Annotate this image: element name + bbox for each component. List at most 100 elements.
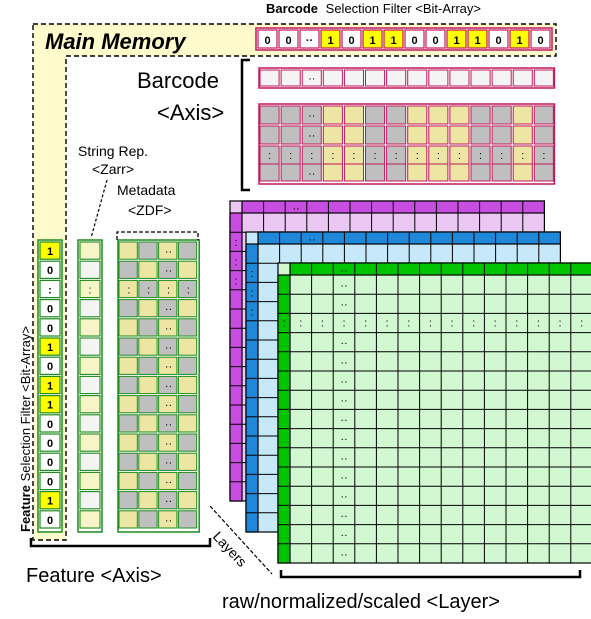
metadata-cell: [138, 491, 158, 510]
metadata-cell: [138, 337, 158, 356]
barcode-string-cell: [449, 69, 470, 87]
barcode-bit-cell: [299, 29, 320, 49]
hdots-glyph: ··: [165, 515, 172, 527]
barcode-filter-title-rest: Selection Filter <Bit-Array>: [326, 1, 481, 16]
barcode-metadata-cell: [386, 163, 407, 182]
layers-stack: ··:::··:::······························…: [229, 200, 591, 564]
barcode-filter-title: Barcode Selection Filter <Bit-Array>: [266, 1, 481, 16]
metadata-cell: [138, 356, 158, 375]
vdots-glyph: :: [331, 150, 334, 162]
hdots-glyph: ··: [340, 357, 347, 369]
metadata-cell: [118, 471, 138, 491]
feature-bit-cell: [39, 491, 61, 510]
string-rep-cell: [79, 299, 101, 318]
hdots-glyph: ··: [165, 438, 172, 450]
metadata-cell: [177, 260, 198, 279]
barcode-metadata-cell: [365, 163, 386, 182]
barcode-string-cell: [322, 69, 343, 87]
metadata-cell: [177, 318, 198, 337]
barcode-bit-value: 1: [390, 35, 396, 47]
barcode-metadata-cell: [386, 105, 407, 125]
metadata-cell: [158, 356, 178, 375]
metadata-cell: [177, 241, 198, 260]
barcode-string-cell: [512, 69, 533, 87]
main-memory-region: [32, 23, 557, 541]
hdots-glyph: ··: [340, 376, 347, 388]
string-rep-cell: [79, 414, 101, 433]
vdots-glyph: :: [167, 284, 170, 296]
barcode-metadata-cell: [470, 163, 491, 182]
metadata-cell: [118, 375, 138, 395]
barcode-bit-cell: [425, 29, 446, 49]
barcode-string-cell: [386, 69, 407, 87]
vdots-glyph: :: [187, 284, 190, 296]
barcode-bit-value: 0: [411, 35, 417, 47]
barcode-metadata-cell: [449, 125, 470, 145]
barcode-bit-cell: [341, 29, 362, 49]
feature-bit-cell: [39, 471, 61, 491]
string-rep-cell: [79, 356, 101, 375]
barcode-bit-cell: [362, 29, 383, 49]
feature-bit-value: 0: [47, 419, 53, 431]
barcode-bit-cell: [404, 29, 425, 49]
metadata-cell: [177, 299, 198, 318]
hdots-glyph: ··: [165, 457, 172, 469]
feature-bit-cell: [39, 452, 61, 472]
barcode-metadata-cell: [301, 105, 322, 125]
barcode-bit-value: 0: [495, 35, 501, 47]
barcode-bit-cell: [488, 29, 509, 49]
metadata-cell: [118, 318, 138, 337]
metadata-cell: [118, 491, 138, 510]
vdots-glyph: :: [321, 317, 324, 329]
metadata-cell: [158, 260, 178, 279]
barcode-metadata-cell: [470, 125, 491, 145]
vdots-glyph: :: [364, 317, 367, 329]
barcode-metadata-cell: [259, 105, 280, 125]
barcode-string-cell: [343, 69, 364, 87]
feature-bit-value: 0: [47, 457, 53, 469]
metadata-label: Metadata: [117, 182, 176, 198]
metadata-cell: [118, 299, 138, 318]
barcode-string-cell: [533, 69, 554, 87]
feature-bit-cell: [39, 414, 61, 433]
hdots-glyph: ··: [165, 400, 172, 412]
layer-matrix: ······························::::::::::…: [277, 262, 591, 564]
feature-filter-title-bold: Feature: [18, 485, 33, 532]
vdots-glyph: :: [234, 276, 237, 288]
barcode-bit-cell: [530, 29, 551, 49]
feature-axis-brace: [29, 538, 212, 548]
metadata-cell: [158, 318, 178, 337]
metadata-cell: [138, 375, 158, 395]
metadata-cell: [158, 299, 178, 318]
barcode-bit-cell: [509, 29, 530, 49]
vdots-glyph: :: [88, 284, 91, 296]
barcode-metadata-cell: [491, 125, 512, 145]
metadata-cell: [118, 452, 138, 471]
barcode-metadata-cell: [470, 105, 491, 125]
feature-filter-title: Feature Selection Filter <Bit-Array>: [18, 326, 33, 532]
feature-bit-value: 0: [47, 265, 53, 277]
string-rep-cell: [79, 279, 101, 299]
vdots-glyph: :: [282, 317, 285, 329]
metadata-table: ····························::::: [117, 239, 200, 533]
string-rep-type: <Zarr>: [92, 161, 134, 177]
barcode-bit-value: 0: [432, 35, 438, 47]
metadata-cell: [177, 414, 198, 433]
feature-bit-value: 0: [47, 361, 53, 373]
metadata-cell: [158, 241, 178, 260]
vdots-glyph: :: [289, 150, 292, 162]
metadata-cell: [158, 510, 178, 529]
feature-bit-value: 1: [47, 342, 53, 354]
hdots-glyph: ··: [165, 476, 172, 488]
vdots-glyph: :: [342, 317, 345, 329]
hdots-glyph: ··: [340, 453, 347, 465]
hdots-glyph: ··: [165, 496, 172, 508]
metadata-cell: [177, 279, 198, 299]
vdots-glyph: :: [310, 150, 313, 162]
barcode-metadata-cell: [407, 125, 428, 145]
metadata-cell: [118, 241, 138, 260]
metadata-cell: [138, 318, 158, 337]
barcode-metadata-cell: [386, 125, 407, 145]
barcode-bit-cell: [320, 29, 341, 49]
